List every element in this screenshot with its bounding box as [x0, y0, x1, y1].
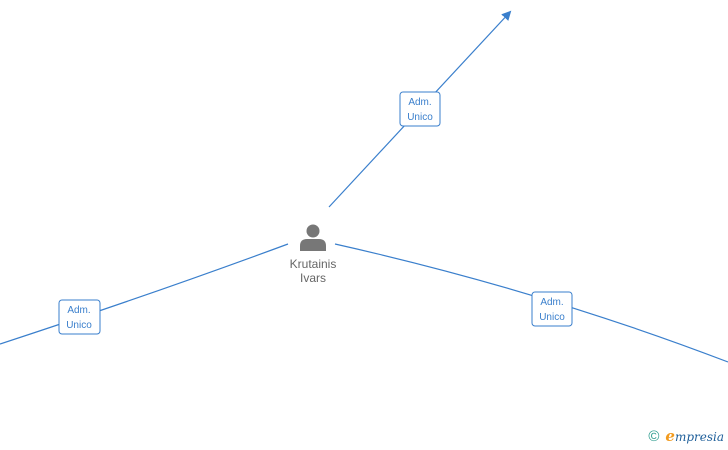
person-node-label[interactable]: Krutainis Ivars: [263, 257, 363, 285]
edge-label-role-type: Unico: [66, 320, 92, 331]
brand-logo-text: mpresia: [674, 430, 724, 444]
edge-right[interactable]: Adm. Unico: [334, 243, 728, 363]
edge-label-role-type: Unico: [407, 112, 433, 123]
brand-logo-initial: e: [665, 427, 675, 445]
person-last-name: Ivars: [299, 271, 326, 285]
edge-label-role-type: Unico: [539, 312, 565, 323]
person-icon[interactable]: [298, 222, 328, 252]
edge-label-role: Adm.: [408, 97, 431, 108]
edge-line: [0, 243, 289, 345]
copyright-icon: ©: [648, 427, 660, 445]
edge-left[interactable]: Adm. Unico: [0, 243, 289, 345]
edge-label-role: Adm.: [540, 297, 563, 308]
brand-logo: empresia: [665, 427, 724, 445]
edge-up-right[interactable]: Adm. Unico: [328, 10, 512, 208]
watermark: © empresia: [648, 427, 724, 445]
person-first-name: Krutainis: [289, 257, 337, 271]
edge-label-box[interactable]: [531, 291, 573, 327]
edge-label-box[interactable]: [399, 91, 441, 127]
edge-label-box[interactable]: [58, 299, 101, 335]
edge-label-role: Adm.: [67, 305, 90, 316]
